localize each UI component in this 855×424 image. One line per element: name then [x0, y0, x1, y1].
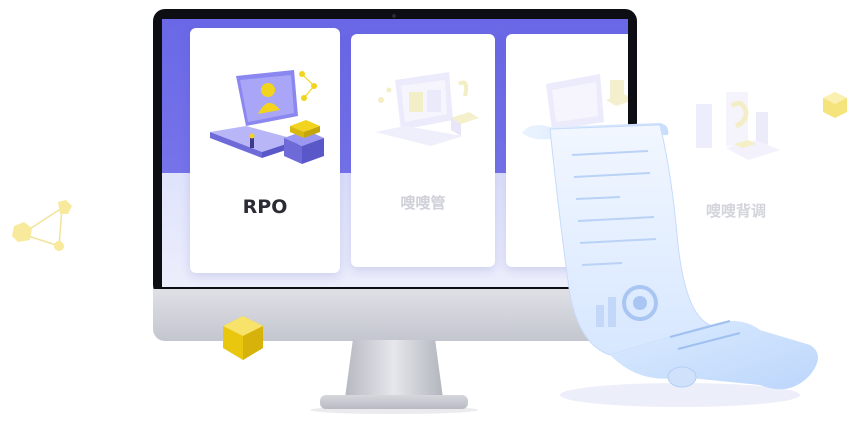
stand-shadow — [310, 406, 478, 414]
cube-icon — [223, 316, 263, 360]
camera-icon — [392, 14, 396, 18]
card-rpo[interactable]: RPO — [190, 28, 340, 273]
report-illustration-icon — [696, 92, 780, 160]
card-sousou-beidiao-label: 嗖嗖背调 — [705, 202, 766, 220]
monitor-stand-neck — [345, 340, 443, 398]
molecule-decoration — [12, 200, 72, 251]
monitor-screen: RPO 嗖嗖管 — [162, 19, 628, 287]
cube-icon — [823, 92, 847, 118]
scroll-document-illustration — [522, 123, 818, 407]
card-rpo-label: RPO — [242, 196, 288, 218]
card-sousou-guan[interactable]: 嗖嗖管 — [351, 34, 495, 267]
chart-illustration-icon — [546, 74, 628, 130]
laptop-illustration-icon — [210, 70, 324, 164]
dashboard-illustration-icon — [375, 72, 479, 146]
monitor-stand-base — [320, 395, 468, 409]
card-sousou-guan-label: 嗖嗖管 — [400, 194, 446, 212]
